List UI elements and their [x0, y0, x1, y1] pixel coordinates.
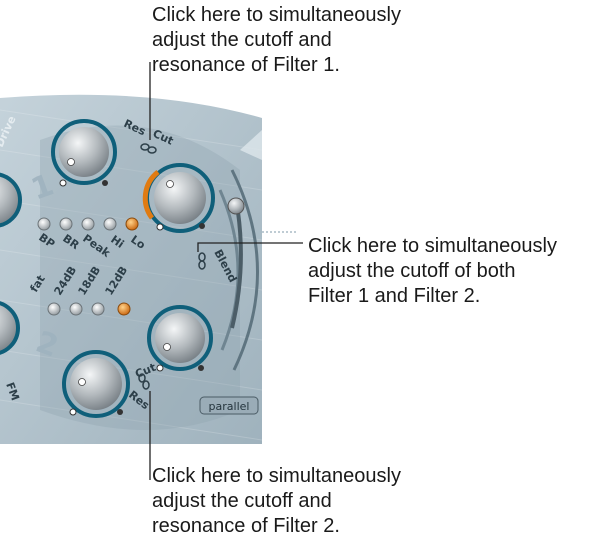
filter2-resonance-knob[interactable]: [62, 350, 130, 418]
routing-label: parallel: [209, 400, 250, 413]
filter2-fm-label: FM: [3, 381, 22, 403]
callout-filter2-link: Click here to simultaneously adjust the …: [152, 465, 401, 537]
filter1-cutoff-knob[interactable]: [142, 163, 215, 233]
mode-label-hi: Hi: [108, 233, 126, 251]
routing-parallel-button[interactable]: parallel: [199, 396, 259, 415]
filter1-resonance-knob[interactable]: [51, 119, 117, 185]
filter2-slope-buttons[interactable]: [47, 302, 131, 316]
filter1-drive-knob[interactable]: [0, 172, 22, 228]
filter2-link-icon[interactable]: [138, 373, 150, 390]
filter2-cutoff-knob[interactable]: [147, 305, 213, 371]
callout-blend-link: Click here to simultaneously adjust the …: [308, 235, 557, 307]
filter1-link-icon[interactable]: [140, 143, 157, 154]
callout-line-blend: [197, 242, 303, 252]
blend-link-icon[interactable]: [198, 252, 206, 270]
callout-filter1-link: Click here to simultaneously adjust the …: [152, 4, 401, 76]
blend-slider[interactable]: [227, 197, 245, 329]
filter2-fm-knob[interactable]: [0, 301, 20, 355]
filter1-mode-buttons[interactable]: [37, 217, 139, 231]
